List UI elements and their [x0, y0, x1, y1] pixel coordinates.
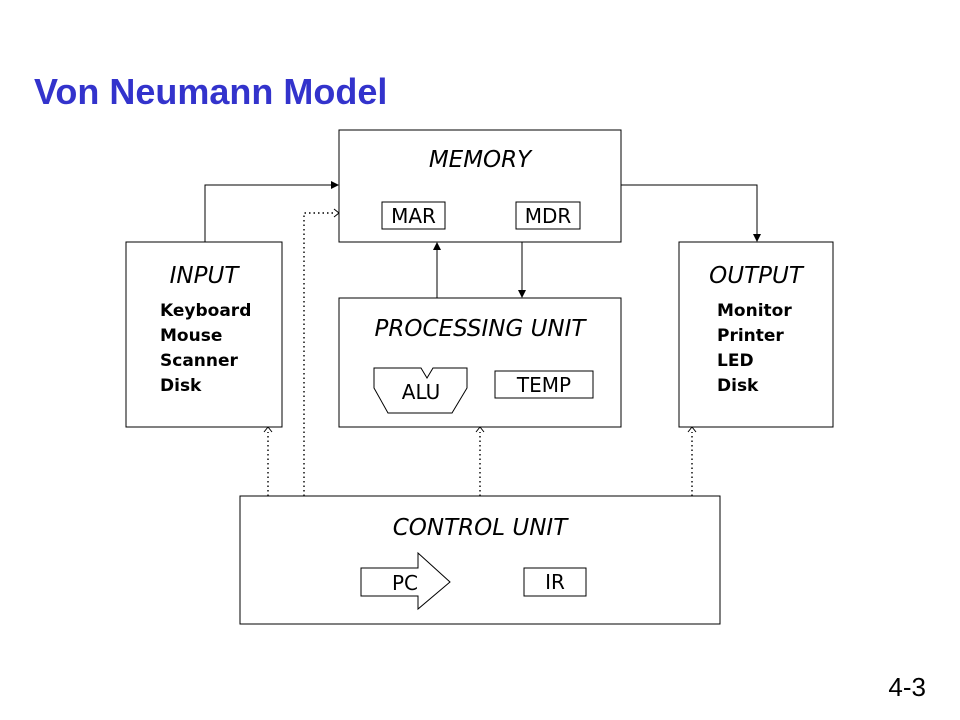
control-to-input-arrowhead — [263, 426, 273, 433]
pc-arrow-shape — [360, 551, 451, 611]
temp-box — [494, 370, 594, 399]
mdr-box — [515, 201, 581, 230]
memory-block: MEMORY MAR MDR — [338, 129, 622, 243]
connectors — [204, 181, 761, 496]
page-number: 4-3 — [888, 672, 926, 702]
ir-box — [523, 567, 587, 597]
input-block: INPUT Keyboard Mouse Scanner Disk — [125, 241, 283, 428]
temp-label: TEMP — [516, 373, 571, 397]
input-to-memory-arrowhead — [331, 181, 339, 189]
output-device-monitor: Monitor — [717, 301, 792, 321]
control-to-memory-dotted — [303, 212, 333, 496]
ir-label: IR — [545, 570, 565, 594]
mar-label: MAR — [391, 204, 436, 228]
control-to-output-arrowhead — [687, 426, 697, 433]
input-label: INPUT — [170, 263, 241, 289]
processing-to-memory-arrowhead — [433, 242, 441, 250]
memory-to-output-arrowhead — [753, 234, 761, 242]
memory-to-output-line — [621, 184, 758, 234]
processing-unit-block: PROCESSING UNIT ALU TEMP — [338, 297, 622, 428]
mdr-label: MDR — [525, 204, 572, 228]
memory-label: MEMORY — [429, 147, 533, 173]
input-device-scanner: Scanner — [160, 351, 239, 371]
pc-label: PC — [392, 571, 418, 595]
control-unit-box — [239, 495, 721, 625]
output-block: OUTPUT Monitor Printer LED Disk — [678, 241, 834, 428]
alu-label: ALU — [402, 380, 440, 404]
slide-title: Von Neumann Model — [34, 71, 388, 112]
control-unit-label: CONTROL UNIT — [393, 515, 569, 541]
mar-box — [381, 201, 446, 230]
processing-unit-label: PROCESSING UNIT — [375, 316, 588, 342]
input-device-keyboard: Keyboard — [160, 301, 251, 321]
alu-shape — [373, 367, 468, 414]
input-box — [125, 241, 283, 428]
output-device-disk: Disk — [717, 376, 759, 396]
control-to-memory-arrowhead — [333, 208, 340, 218]
input-device-mouse: Mouse — [160, 326, 222, 346]
input-device-disk: Disk — [160, 376, 202, 396]
output-label: OUTPUT — [709, 263, 805, 289]
memory-to-processing-arrowhead — [518, 290, 526, 298]
control-to-processing-arrowhead — [475, 426, 485, 433]
output-device-printer: Printer — [717, 326, 784, 346]
output-box — [678, 241, 834, 428]
input-to-memory-line — [204, 184, 332, 242]
output-device-led: LED — [717, 351, 754, 371]
control-unit-block: CONTROL UNIT PC IR — [239, 495, 721, 625]
